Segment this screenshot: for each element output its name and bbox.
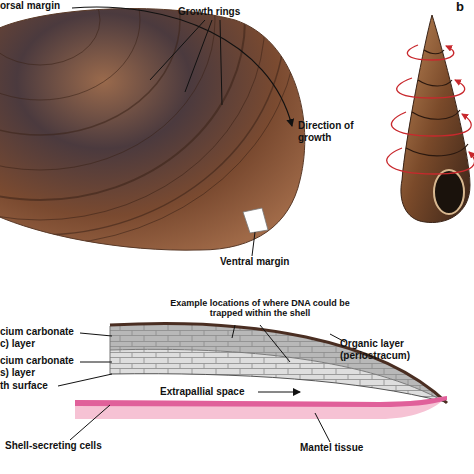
growth-ring xyxy=(0,0,245,200)
leader-line xyxy=(260,325,290,362)
coil-arrow xyxy=(387,148,474,174)
part-name: orsal margin xyxy=(0,0,80,12)
leader-line xyxy=(150,20,205,80)
growth-ring xyxy=(0,0,100,65)
growth-ring-group xyxy=(0,0,298,245)
coil-arrow xyxy=(391,112,471,136)
growth-ring xyxy=(0,0,215,170)
part-name: Shell-secreting cells xyxy=(5,440,135,452)
leader-line xyxy=(315,413,330,442)
growth-ring xyxy=(0,0,285,235)
leader-line xyxy=(252,232,255,256)
section-edge xyxy=(110,326,111,374)
part-name: cium carbonate c) layer xyxy=(0,326,80,349)
mantle-tissue xyxy=(75,396,447,419)
clam-shell xyxy=(0,9,305,251)
ventral-notch xyxy=(243,208,268,233)
leader-arrow xyxy=(258,392,300,393)
snail-shell xyxy=(401,15,470,223)
part-name: th surface xyxy=(0,380,60,392)
leader-line xyxy=(220,20,222,105)
suture-line xyxy=(406,50,468,156)
coil-arrow xyxy=(407,45,453,60)
calcite-texture xyxy=(110,324,445,402)
growth-surface xyxy=(110,374,445,402)
leader-line xyxy=(80,333,112,336)
periostracum xyxy=(110,323,447,403)
secreting-cells xyxy=(75,396,447,407)
leader-line xyxy=(70,405,110,440)
part-name: Mantel tissue xyxy=(300,442,410,454)
growth-ring xyxy=(0,0,265,220)
snail-aperture xyxy=(434,170,464,214)
calcite-layer xyxy=(110,324,445,402)
leader-line xyxy=(80,362,112,363)
growth-ring xyxy=(0,0,140,100)
growth-ring xyxy=(0,0,180,135)
leader-line xyxy=(58,374,112,386)
coil-arrow-group xyxy=(387,45,474,174)
growth-ring xyxy=(0,0,298,245)
part-name: Organic layer (periostracum) xyxy=(340,338,474,361)
part-name: cium carbonate s) layer xyxy=(0,355,80,378)
leader-line xyxy=(232,325,235,338)
panel-letter: b xyxy=(456,0,472,15)
growth-direction-arrow xyxy=(72,7,292,126)
callout-note: Example locations of where DNA could be … xyxy=(165,298,355,319)
coil-arrow xyxy=(397,78,465,98)
part-name: Extrapallial space xyxy=(160,386,260,398)
part-name: Growth rings xyxy=(178,6,268,18)
part-name: Ventral margin xyxy=(220,256,320,268)
part-name: Direction of growth xyxy=(298,120,373,143)
leader-line xyxy=(185,20,212,92)
